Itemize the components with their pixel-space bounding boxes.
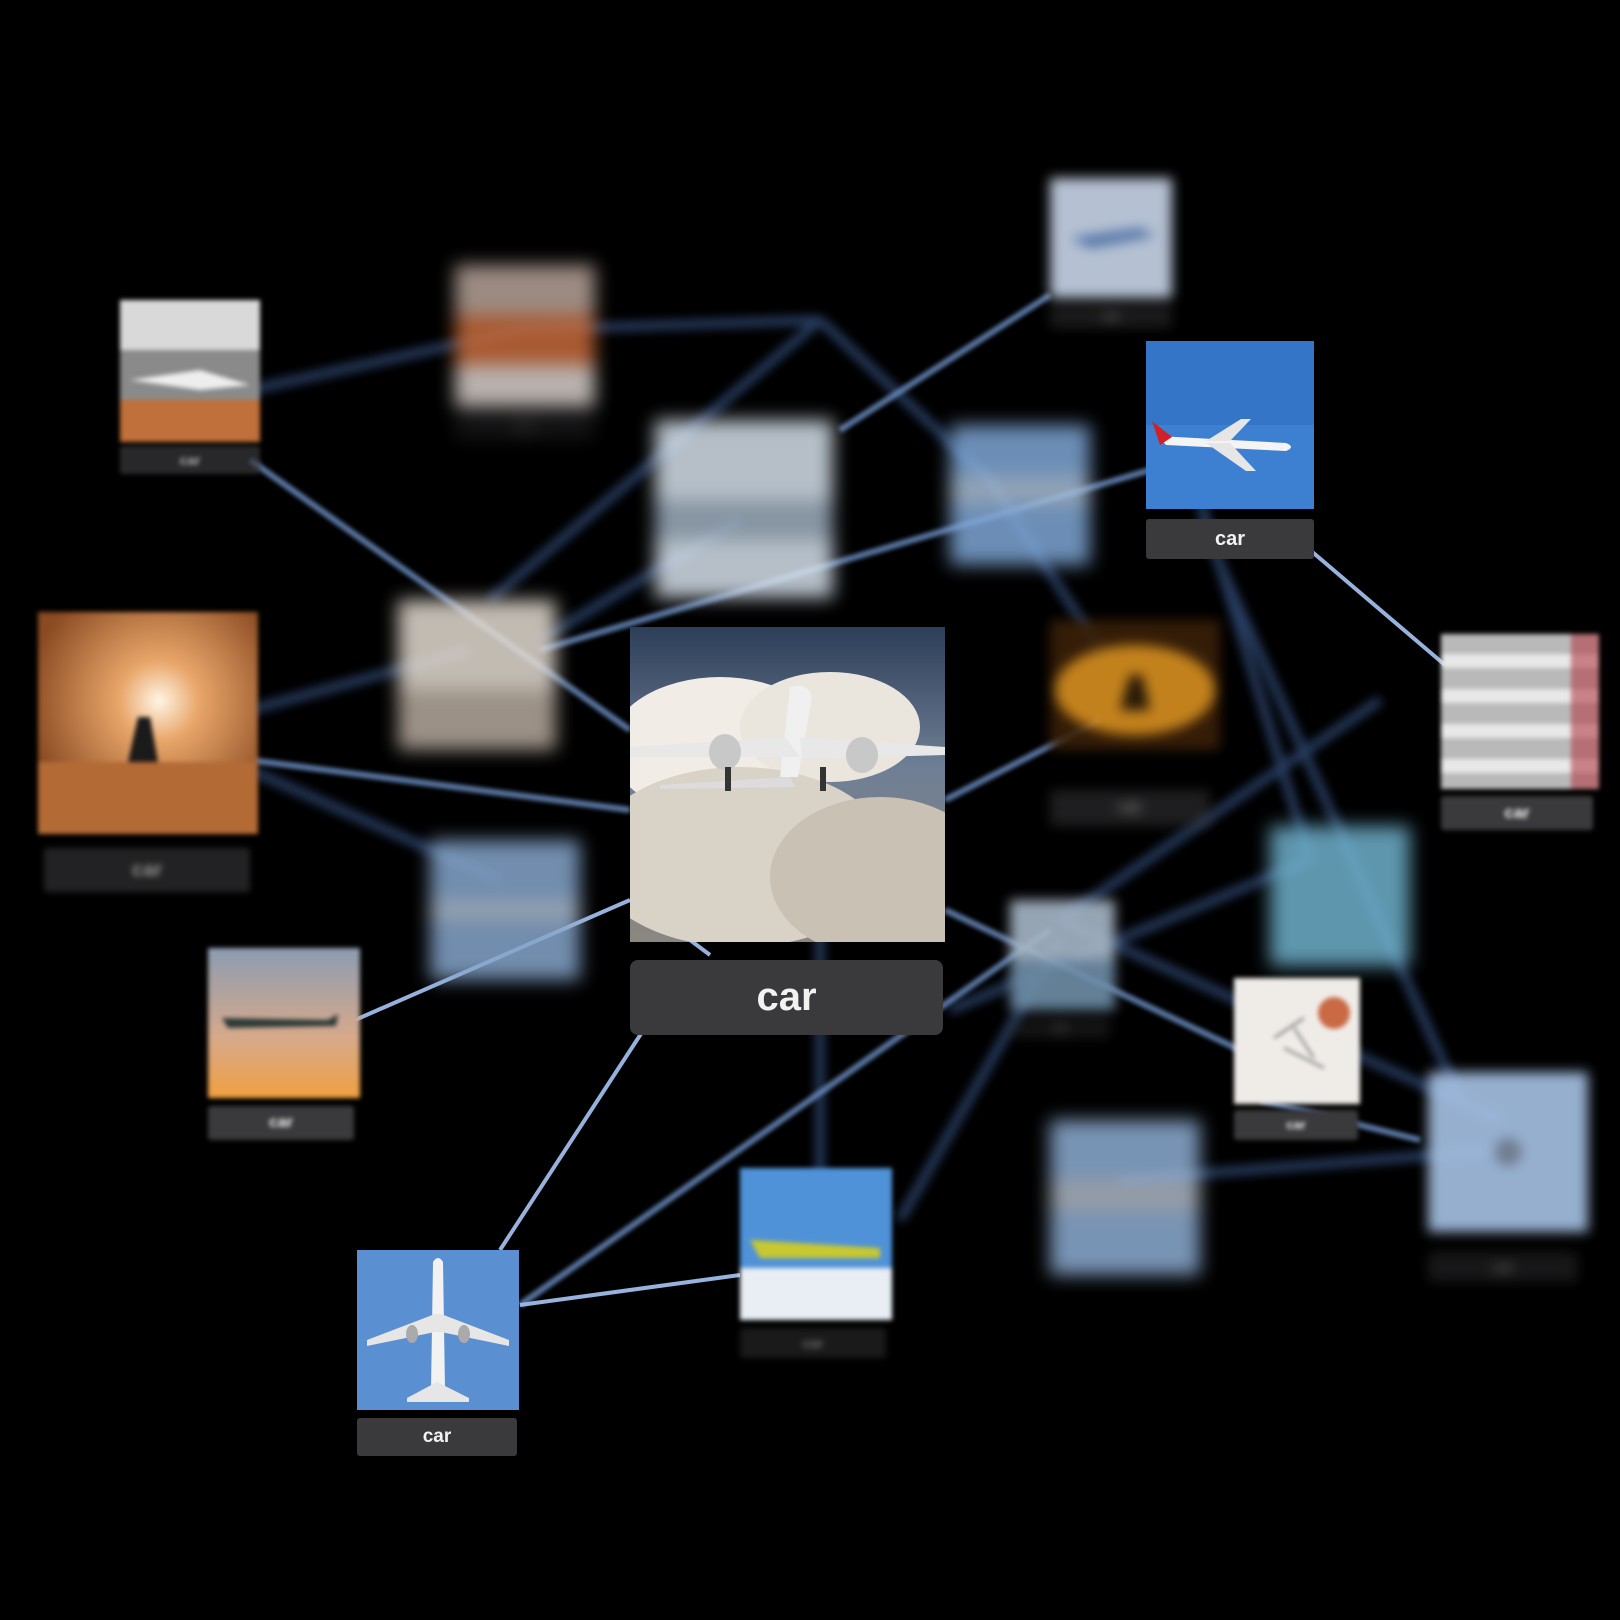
node-image — [357, 1250, 519, 1410]
graph-node[interactable]: car — [740, 1168, 892, 1364]
graph-node[interactable]: car — [357, 1250, 519, 1460]
graph-node[interactable]: car — [1010, 900, 1115, 1040]
graph-edge — [688, 938, 712, 957]
graph-node[interactable]: car — [120, 300, 260, 480]
node-image — [455, 265, 595, 407]
node-label: car — [1146, 519, 1314, 559]
graph-node[interactable] — [430, 840, 580, 1020]
node-label: car — [120, 446, 260, 474]
graph-node[interactable]: car — [1050, 620, 1220, 830]
graph-edge — [838, 292, 1052, 433]
node-image — [1234, 978, 1360, 1104]
graph-edge — [1057, 696, 1383, 924]
node-image — [38, 612, 258, 834]
graph-edge — [519, 1273, 741, 1307]
node-image — [1146, 341, 1314, 509]
center-node[interactable]: car — [630, 627, 945, 1037]
node-label: car — [740, 1328, 886, 1358]
graph-node[interactable]: car — [38, 612, 258, 892]
node-image — [208, 948, 360, 1098]
node-image — [120, 300, 260, 442]
graph-node[interactable] — [1050, 1120, 1200, 1320]
node-image — [1428, 1072, 1588, 1232]
node-label: car — [1050, 790, 1210, 826]
graph-node[interactable] — [398, 600, 556, 800]
node-label: car — [1441, 796, 1593, 830]
node-image — [950, 425, 1090, 565]
node-image — [398, 600, 556, 750]
node-image — [1050, 620, 1220, 750]
node-label: car — [1428, 1252, 1578, 1282]
center-node-label: car — [630, 960, 943, 1035]
node-image — [1441, 634, 1599, 789]
graph-edge — [1195, 518, 1465, 1102]
node-image — [1050, 1120, 1200, 1275]
node-label: car — [455, 411, 595, 439]
graph-node[interactable]: car — [1428, 1072, 1588, 1282]
graph-node[interactable]: car — [1050, 178, 1172, 338]
node-label: car — [1050, 304, 1172, 328]
graph-node[interactable] — [950, 425, 1090, 605]
node-image — [1050, 178, 1172, 298]
graph-node[interactable]: car — [1234, 978, 1360, 1144]
node-label: car — [1010, 1018, 1110, 1038]
graph-edge — [249, 757, 631, 813]
graph-node[interactable]: car — [208, 948, 360, 1144]
node-image — [1270, 826, 1410, 966]
graph-edge — [498, 1018, 652, 1252]
node-label: car — [1234, 1110, 1358, 1140]
node-image — [430, 840, 580, 980]
node-label: car — [208, 1106, 354, 1140]
graph-edge — [518, 927, 1052, 1308]
node-image — [655, 420, 833, 598]
graph-node[interactable] — [1270, 826, 1410, 986]
node-label: car — [357, 1418, 517, 1456]
node-image — [740, 1168, 892, 1320]
graph-edge — [248, 457, 632, 733]
graph-node[interactable]: car — [1146, 341, 1314, 561]
graph-node[interactable] — [655, 420, 833, 630]
graph-node[interactable]: car — [1441, 634, 1599, 834]
center-node-image — [630, 627, 945, 942]
graph-edge — [1308, 548, 1447, 667]
node-label: car — [44, 848, 250, 892]
graph-node[interactable]: car — [455, 265, 595, 445]
node-image — [1010, 900, 1115, 1010]
